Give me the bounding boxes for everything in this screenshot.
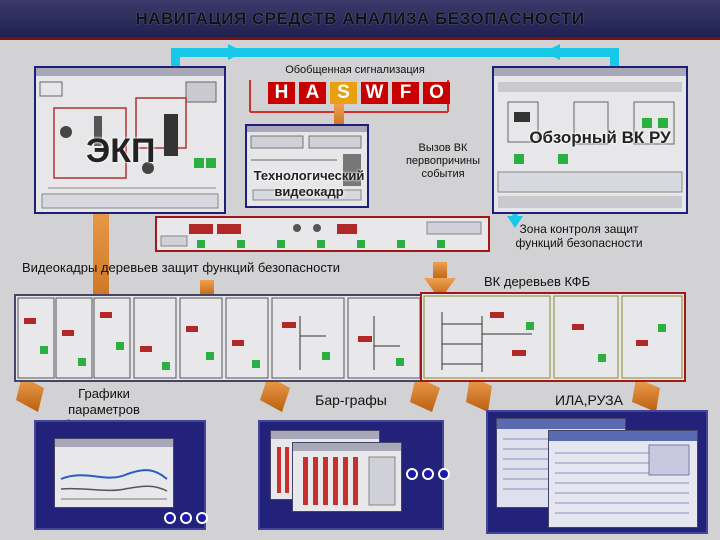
overview-panel[interactable] bbox=[492, 66, 688, 214]
ekp-label: ЭКП bbox=[86, 132, 156, 170]
alarm-letter-h: H bbox=[268, 82, 295, 104]
orange-arrow-kfb-down bbox=[424, 262, 456, 300]
overview-label: Обзорный ВК РУ bbox=[529, 128, 671, 147]
graphs-thumbnail bbox=[54, 438, 174, 508]
title-text: НАВИГАЦИЯ СРЕДСТВ АНАЛИЗА БЕЗОПАСНОСТИ bbox=[135, 8, 585, 28]
page-title: НАВИГАЦИЯ СРЕДСТВ АНАЛИЗА БЕЗОПАСНОСТИ bbox=[0, 0, 720, 40]
trees-thumbnails bbox=[17, 297, 421, 379]
ila-label: ИЛА,РУЗА bbox=[555, 392, 623, 408]
bars-box[interactable] bbox=[258, 420, 450, 530]
alarm-letter-s: S bbox=[330, 82, 357, 104]
ekp-mnemonic bbox=[36, 68, 224, 209]
tech-label: Технологический видеокадр bbox=[253, 168, 365, 199]
ila-box[interactable] bbox=[486, 410, 708, 534]
graphs-plot bbox=[55, 439, 173, 500]
protection-strip-content bbox=[157, 218, 488, 250]
ekp-panel[interactable] bbox=[34, 66, 226, 214]
cause-label: Вызов ВК первопричины события bbox=[405, 142, 481, 181]
alarm-label: Обобщенная сигнализация bbox=[285, 64, 425, 76]
alarm-letter-f: F bbox=[392, 82, 419, 104]
protection-strip[interactable] bbox=[155, 216, 490, 252]
orange-arrow-ila bbox=[466, 376, 660, 412]
orange-arrow-left-diag bbox=[16, 376, 44, 412]
bars-thumbnail-2 bbox=[292, 442, 402, 512]
ila-doc-2 bbox=[549, 431, 697, 514]
bars-label: Бар-графы bbox=[315, 392, 387, 408]
alarm-letter-o: O bbox=[423, 82, 450, 104]
kfb-panel[interactable] bbox=[420, 292, 686, 382]
alarm-letter-a: A bbox=[299, 82, 326, 104]
overview-mnemonic bbox=[494, 68, 686, 208]
trees-label: Видеокадры деревьев защит функций безопа… bbox=[22, 260, 341, 275]
orange-arrow-bars bbox=[260, 376, 440, 412]
tech-mnemonic bbox=[247, 126, 367, 201]
kfb-thumbnails bbox=[423, 295, 683, 379]
zone-label: Зона контроля защит функций безопасности bbox=[515, 222, 643, 251]
kfb-label: ВК деревьев КФБ bbox=[484, 274, 591, 289]
trees-panel[interactable] bbox=[14, 294, 424, 382]
ila-thumbnail-2 bbox=[548, 430, 698, 528]
graphs-box[interactable] bbox=[34, 420, 208, 530]
alarm-letter-w: W bbox=[361, 82, 388, 104]
tech-panel[interactable] bbox=[245, 124, 369, 208]
bars-plot-2 bbox=[293, 443, 401, 506]
graphs-more-dots bbox=[164, 512, 208, 524]
bars-more-dots bbox=[406, 468, 450, 480]
